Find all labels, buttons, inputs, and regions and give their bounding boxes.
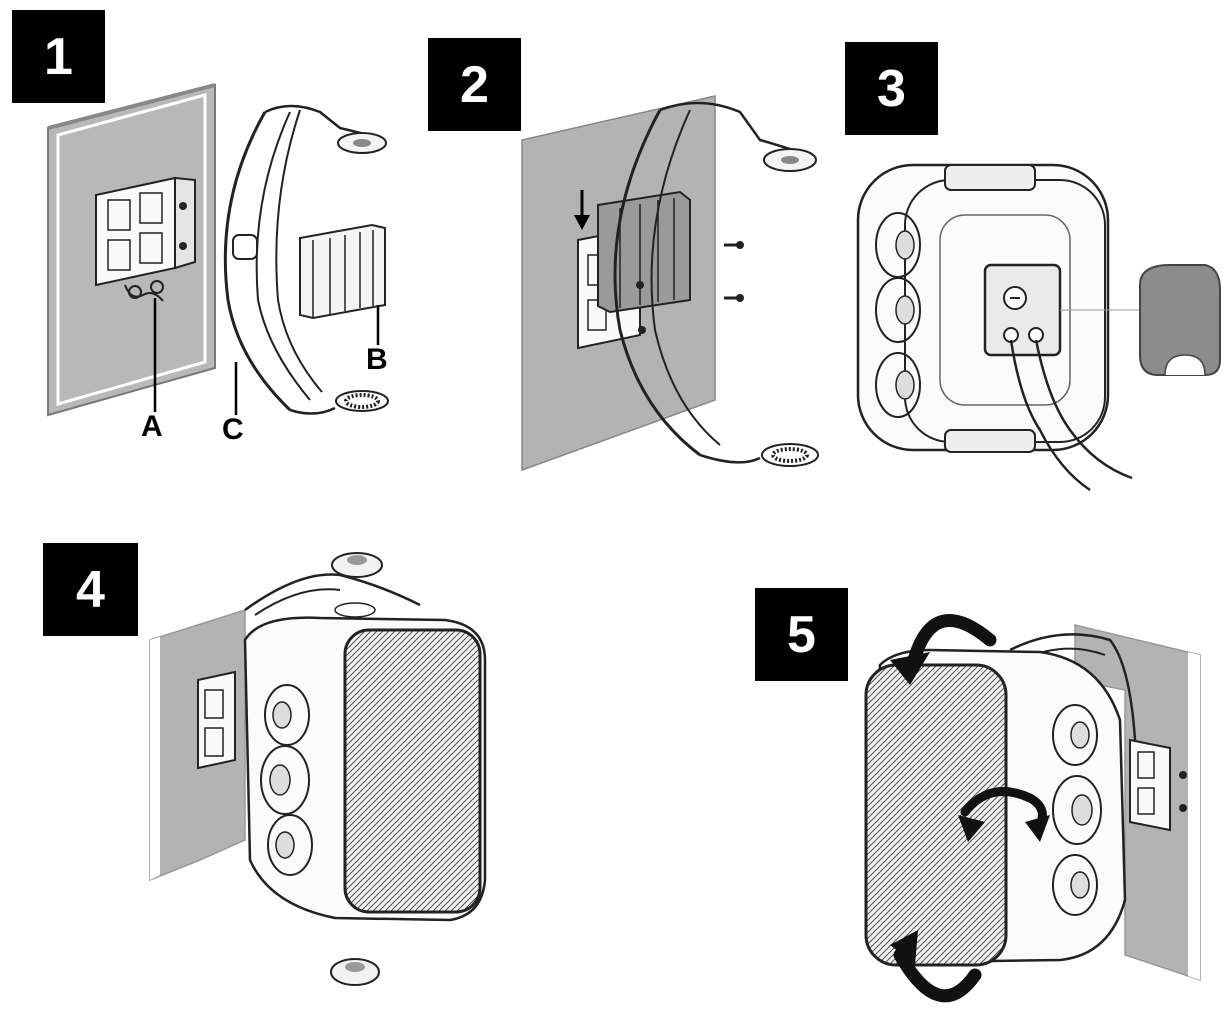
terminal-panel (983, 263, 1062, 357)
step-4-illustration (149, 552, 487, 986)
speaker-grille (343, 628, 482, 914)
swivel-arrow-icon (960, 787, 1047, 830)
screw-icon (724, 241, 744, 249)
step-3-badge: 3 (845, 42, 938, 135)
step-1-badge: 1 (12, 10, 105, 103)
step-1-illustration (47, 83, 389, 417)
terminal-cover (1139, 264, 1221, 376)
step-2-badge: 2 (428, 38, 521, 131)
speaker-grille (864, 663, 1008, 967)
screw-icon (724, 294, 744, 302)
step-2-illustration (521, 95, 819, 472)
clip-b (299, 223, 386, 320)
u-bracket-c (223, 104, 389, 415)
step-5-illustration (864, 614, 1201, 1003)
callout-a: A (141, 410, 163, 443)
step-5-badge: 5 (755, 588, 848, 681)
wall-bracket-a (95, 176, 196, 302)
step-3-illustration (856, 163, 1221, 492)
rotate-arrow-icon (905, 614, 997, 675)
callout-b: B (366, 343, 388, 376)
callout-c: C (222, 413, 244, 446)
rotate-arrow-icon (893, 948, 982, 1003)
step-4-badge: 4 (43, 543, 138, 636)
